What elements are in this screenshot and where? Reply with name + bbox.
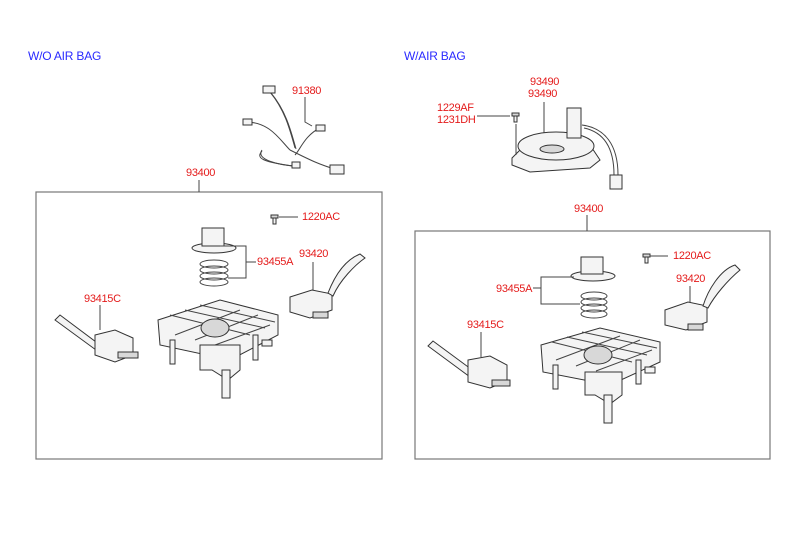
part-label-93415C-right[interactable]: 93415C <box>467 319 504 331</box>
part-label-93455A-right[interactable]: 93455A <box>496 283 533 295</box>
switch-base-right <box>540 327 661 424</box>
cam-93455A-left <box>191 227 256 287</box>
part-label-1231DH[interactable]: 1231DH <box>437 114 476 126</box>
assembly-box-right <box>414 230 771 460</box>
screw-1220AC-right <box>642 253 668 264</box>
wiring-harness-91380 <box>242 85 345 175</box>
cam-93455A-right <box>533 256 616 319</box>
part-label-1220AC-right[interactable]: 1220AC <box>673 250 711 262</box>
switch-base-left <box>157 299 279 399</box>
light-switch-93415C-left <box>54 305 139 363</box>
part-label-1229AF[interactable]: 1229AF <box>437 102 474 114</box>
wiper-switch-93420-left <box>289 253 366 319</box>
part-label-93490-b[interactable]: 93490 <box>528 88 558 100</box>
section-title-with-airbag: W/AIR BAG <box>404 49 466 63</box>
part-label-93400-left[interactable]: 93400 <box>186 167 216 179</box>
section-title-without-airbag: W/O AIR BAG <box>28 49 102 63</box>
part-label-93400-right[interactable]: 93400 <box>574 203 604 215</box>
assembly-box-left <box>35 191 383 460</box>
part-label-93420-right[interactable]: 93420 <box>676 273 706 285</box>
wiper-switch-93420-right <box>664 264 741 331</box>
part-label-93420-left[interactable]: 93420 <box>299 248 329 260</box>
light-switch-93415C-right <box>427 332 511 389</box>
part-label-93455A-left[interactable]: 93455A <box>257 256 294 268</box>
screw-1220AC-left <box>270 214 298 225</box>
clock-spring-93490 <box>477 102 623 190</box>
part-label-91380[interactable]: 91380 <box>292 85 322 97</box>
part-label-93490-a[interactable]: 93490 <box>530 76 560 88</box>
part-label-93415C-left[interactable]: 93415C <box>84 293 121 305</box>
part-label-1220AC-left[interactable]: 1220AC <box>302 211 340 223</box>
